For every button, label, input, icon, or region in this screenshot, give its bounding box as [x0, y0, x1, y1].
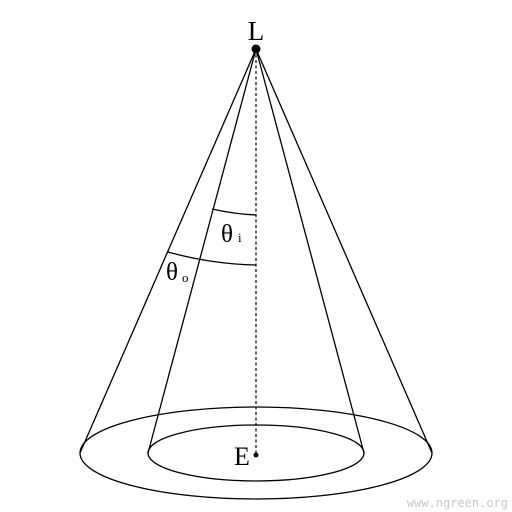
eye-label: E — [234, 442, 250, 471]
watermark-text: www.ngreen.org — [407, 496, 508, 510]
inner-angle-symbol: θ — [221, 221, 233, 248]
inner-angle-subscript: i — [238, 230, 242, 245]
outer-angle-arc — [167, 251, 257, 266]
outer-angle-symbol: θ — [166, 259, 178, 286]
outer-cone-right-edge — [255, 48, 433, 454]
inner-cone-left-edge — [147, 48, 257, 454]
outer-cone-left-edge — [79, 48, 257, 454]
eye-point — [253, 452, 259, 458]
light-label: L — [248, 16, 265, 46]
inner-angle-arc — [211, 208, 257, 216]
outer-angle-subscript: o — [182, 270, 189, 285]
light-source-point — [251, 44, 261, 54]
inner-cone-right-edge — [255, 48, 365, 454]
